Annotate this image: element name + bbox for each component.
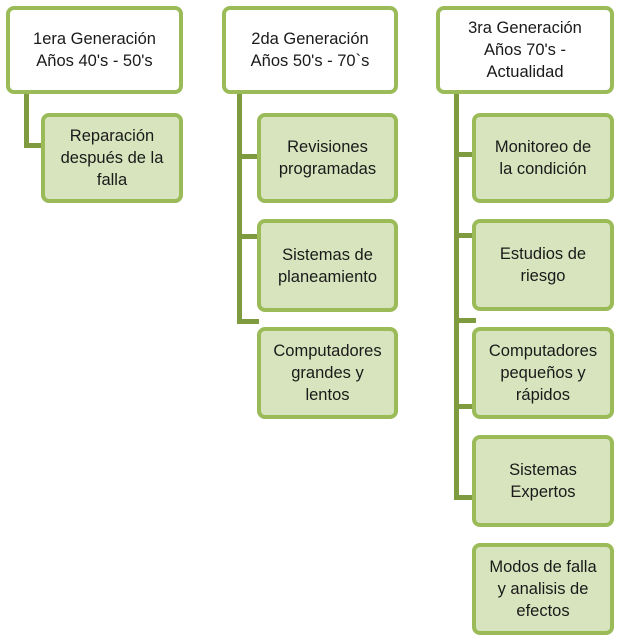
gen2-branch-line-1 bbox=[237, 154, 259, 159]
gen1-title: 1era Generación Años 40's - 50's bbox=[33, 30, 156, 70]
gen3-item-label: Monitoreo de la condición bbox=[494, 138, 592, 178]
gen2-branch-line-3 bbox=[237, 319, 259, 324]
gen3-branch-line-4 bbox=[454, 404, 476, 409]
gen2-trunk-line bbox=[237, 92, 242, 324]
gen3-item-box: Computadores pequeños y rápidos bbox=[472, 327, 614, 419]
gen3-item-label: Estudios de riesgo bbox=[499, 245, 587, 285]
gen3-item-box: Sistemas Expertos bbox=[472, 435, 614, 527]
gen3-item-label: Modos de falla y analisis de efectos bbox=[489, 558, 597, 620]
gen2-item-label: Sistemas de planeamiento bbox=[277, 245, 378, 286]
gen3-trunk-line bbox=[454, 92, 459, 500]
gen1-item-box: Reparación después de la falla bbox=[41, 113, 183, 203]
gen2-item-label: Revisiones programadas bbox=[278, 138, 377, 178]
gen3-branch-line-1 bbox=[454, 152, 476, 157]
gen3-item-label: Computadores pequeños y rápidos bbox=[488, 342, 598, 404]
gen3-title: 3ra Generación Años 70's - Actualidad bbox=[468, 19, 582, 81]
gen3-item-label: Sistemas Expertos bbox=[509, 461, 577, 501]
gen2-item-box: Revisiones programadas bbox=[257, 113, 398, 203]
gen2-branch-line-2 bbox=[237, 234, 259, 239]
gen3-item-box: Modos de falla y analisis de efectos bbox=[472, 543, 614, 635]
gen1-branch-line bbox=[24, 143, 44, 148]
gen1-trunk-line bbox=[24, 92, 29, 148]
gen2-item-box: Sistemas de planeamiento bbox=[257, 219, 398, 312]
gen3-branch-line-3 bbox=[454, 318, 476, 323]
gen3-header-box: 3ra Generación Años 70's - Actualidad bbox=[436, 6, 614, 94]
gen2-item-label: Computadores grandes y lentos bbox=[273, 342, 382, 404]
gen3-item-box: Monitoreo de la condición bbox=[472, 113, 614, 203]
gen3-branch-line-2 bbox=[454, 233, 476, 238]
gen3-item-box: Estudios de riesgo bbox=[472, 219, 614, 311]
gen2-header-box: 2da Generación Años 50's - 70`s bbox=[222, 6, 398, 94]
gen3-branch-line-5 bbox=[454, 495, 476, 500]
gen1-header-box: 1era Generación Años 40's - 50's bbox=[6, 6, 183, 94]
gen2-title: 2da Generación Años 50's - 70`s bbox=[250, 30, 370, 70]
gen1-item-label: Reparación después de la falla bbox=[60, 127, 164, 189]
gen2-item-box: Computadores grandes y lentos bbox=[257, 327, 398, 419]
